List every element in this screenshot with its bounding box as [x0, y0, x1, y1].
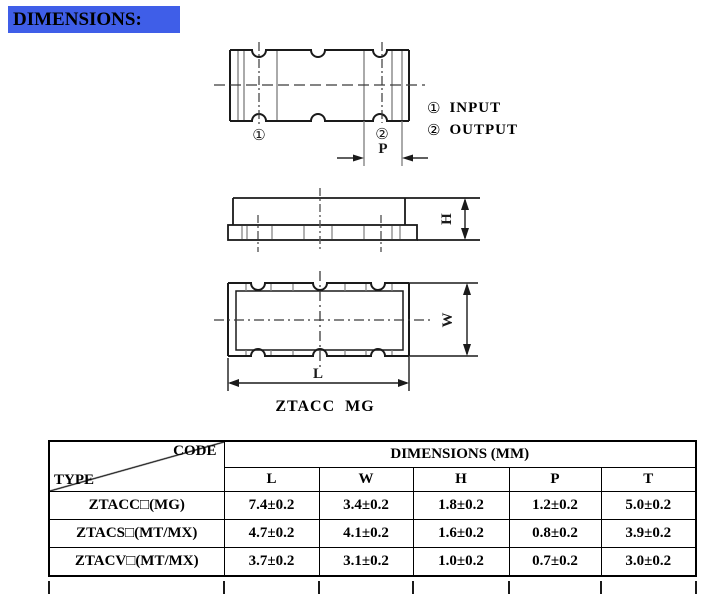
dim-l-label: L — [313, 366, 323, 382]
top-view-outline-top — [230, 49, 409, 58]
bottom-view-outline-bottom — [228, 348, 409, 357]
cell-value: 5.0±0.2 — [600, 491, 697, 520]
pin1-marker: ① — [252, 126, 265, 144]
top-view-outline-bottom — [230, 113, 409, 122]
row-type-ztacs: ZTACS□(MT/MX) — [48, 519, 225, 548]
table-row: ZTACS□(MT/MX) 4.7±0.2 4.1±0.2 1.6±0.2 0.… — [48, 519, 697, 548]
cell-value: 3.1±0.2 — [318, 547, 414, 577]
cell-value: 1.2±0.2 — [508, 491, 602, 520]
dim-h-label: H — [439, 213, 455, 225]
col-header-h: H — [412, 467, 510, 492]
pin-legend: ① INPUT ② OUTPUT — [427, 97, 518, 141]
row-type-ztacv: ZTACV□(MT/MX) — [48, 547, 225, 577]
dimension-l: L — [227, 357, 410, 391]
side-view-centerlines — [257, 188, 382, 252]
technical-drawing: ① ② P — [214, 42, 480, 391]
col-header-p: P — [508, 467, 602, 492]
page-title: DIMENSIONS: — [8, 6, 180, 33]
table-row: ZTACV□(MT/MX) 3.7±0.2 3.1±0.2 1.0±0.2 0.… — [48, 547, 697, 577]
corner-type-label: TYPE — [54, 472, 95, 488]
side-view — [227, 197, 480, 241]
table-corner-cell: CODE TYPE — [48, 440, 225, 492]
bottom-view-ticks — [245, 284, 393, 355]
cell-value: 0.8±0.2 — [508, 519, 602, 548]
cell-value: 1.6±0.2 — [412, 519, 510, 548]
bottom-view-outline-top — [228, 282, 409, 291]
col-header-t: T — [600, 467, 697, 492]
cell-value: 7.4±0.2 — [223, 491, 320, 520]
legend-input-row: ① INPUT — [427, 97, 518, 119]
side-view-segments — [241, 226, 401, 239]
table-column-header-row: L W H P T — [49, 467, 697, 492]
cell-value: 3.4±0.2 — [318, 491, 414, 520]
row-type-ztacc: ZTACC□(MG) — [48, 491, 225, 520]
cell-value: 3.9±0.2 — [600, 519, 697, 548]
pin2-icon: ② — [427, 121, 441, 139]
top-view-centerlines — [214, 42, 425, 125]
col-header-l: L — [223, 467, 320, 492]
pin1-icon: ① — [427, 99, 441, 117]
cell-value: 4.1±0.2 — [318, 519, 414, 548]
cell-value: 1.0±0.2 — [412, 547, 510, 577]
cell-value: 1.8±0.2 — [412, 491, 510, 520]
bottom-view-centerlines — [214, 271, 432, 369]
cell-value: 3.7±0.2 — [223, 547, 320, 577]
legend-input-label: INPUT — [449, 99, 502, 116]
dimension-w: W — [409, 282, 478, 357]
dimensions-table: CODE TYPE DIMENSIONS (MM) L W H P T ZTAC… — [48, 440, 697, 577]
cell-value: 0.7±0.2 — [508, 547, 602, 577]
dimension-h: H — [439, 198, 469, 240]
cell-value: 3.0±0.2 — [600, 547, 697, 577]
table-row: ZTACC□(MG) 7.4±0.2 3.4±0.2 1.8±0.2 1.2±0… — [48, 491, 697, 520]
table-cutoff-row-stubs — [48, 581, 697, 594]
top-view — [229, 49, 410, 122]
legend-output-row: ② OUTPUT — [427, 119, 518, 141]
col-header-w: W — [318, 467, 414, 492]
legend-output-label: OUTPUT — [449, 121, 518, 138]
pin2-marker: ② — [375, 125, 388, 143]
dim-p-label: P — [378, 141, 387, 157]
table-group-header: DIMENSIONS (MM) — [223, 440, 697, 468]
drawing-caption: ZTACC MG — [275, 398, 375, 415]
cell-value: 4.7±0.2 — [223, 519, 320, 548]
dimension-p: P — [337, 121, 428, 166]
corner-code-label: CODE — [173, 443, 217, 459]
dim-w-label: W — [440, 313, 456, 328]
